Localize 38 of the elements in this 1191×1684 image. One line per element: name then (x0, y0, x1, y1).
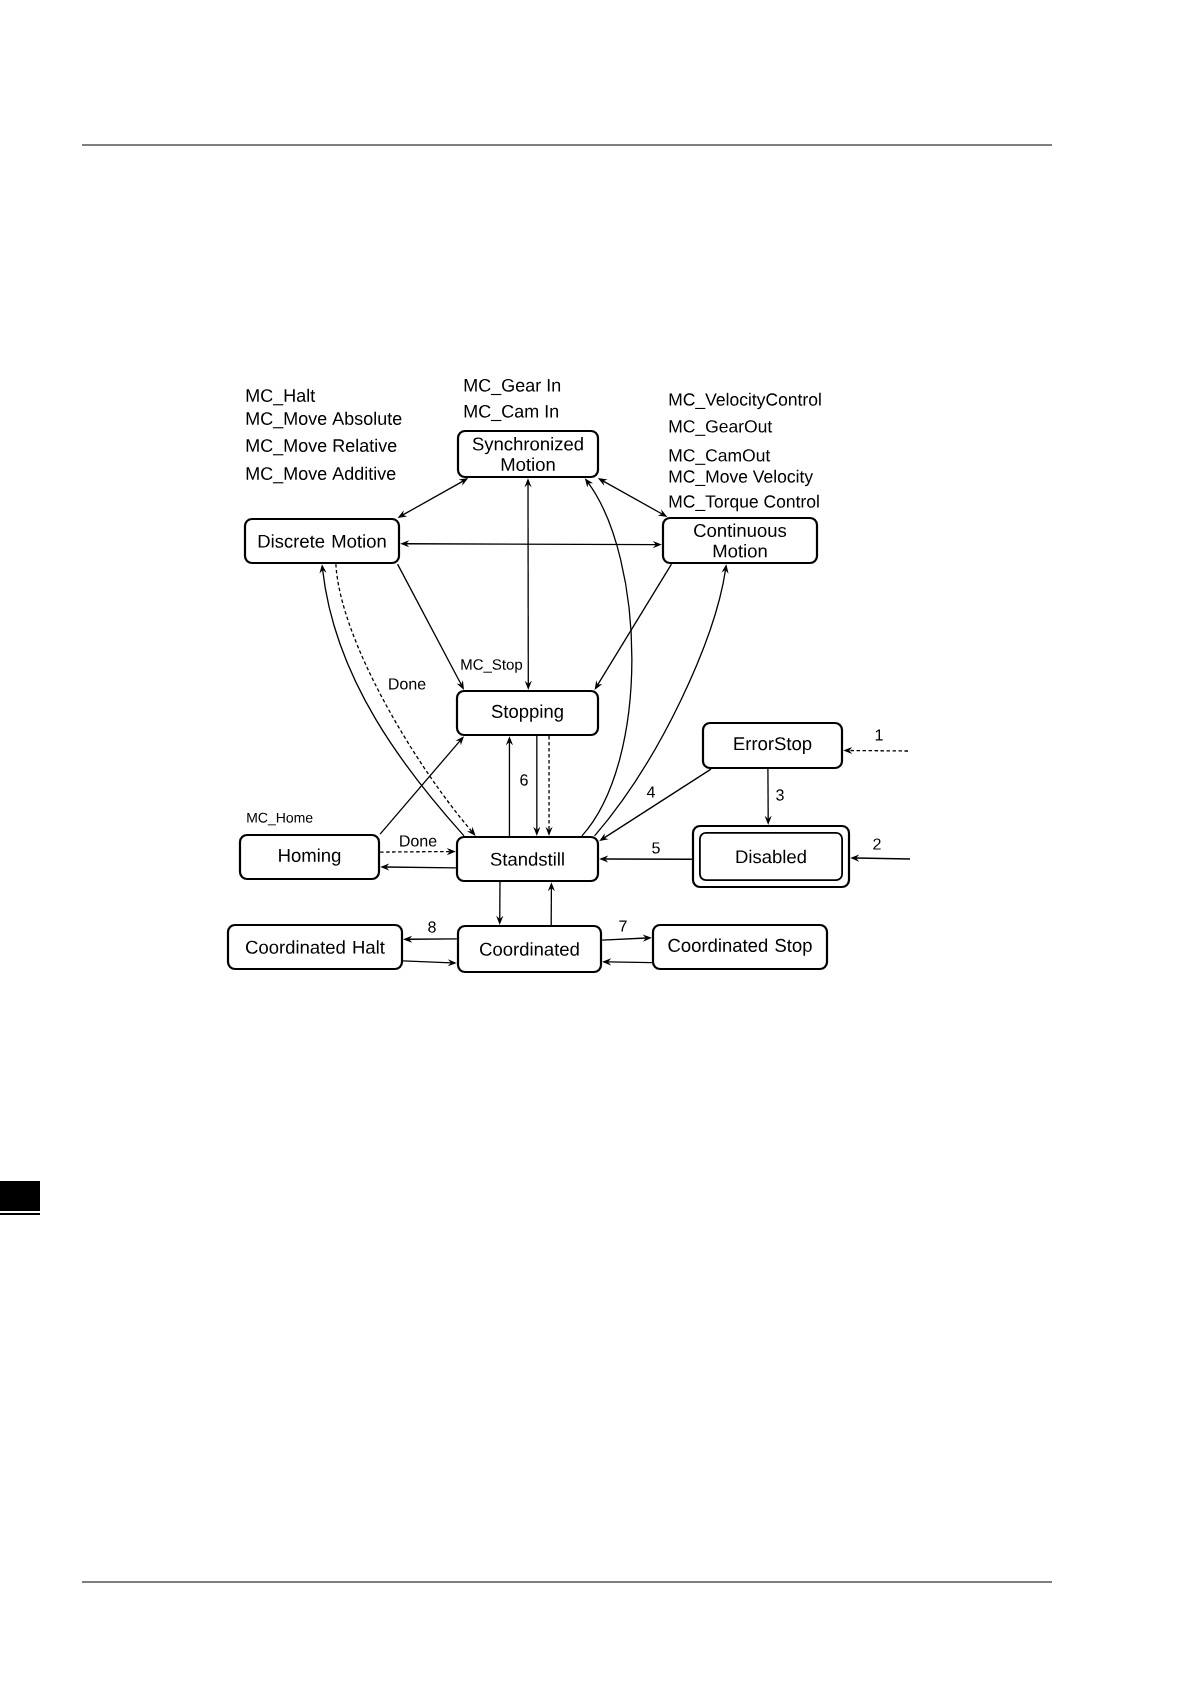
dashed-curved-arrow (335, 563, 476, 836)
command-label: MC_Home (247, 812, 313, 826)
edge-label: Done (386, 677, 428, 691)
state-box: Standstill (455, 835, 600, 883)
edge-label: 5 (650, 841, 662, 855)
state-box: Disabled (691, 824, 851, 889)
state-box: Continuous Motion (661, 516, 819, 565)
edge-label: 1 (873, 728, 885, 742)
command-label: MC_Move Relative (246, 438, 397, 456)
edge-label: 4 (645, 785, 657, 799)
command-label: MC_Halt (246, 388, 316, 406)
command-label: MC_Move Additive (246, 466, 396, 484)
command-label: MC_Stop (461, 659, 523, 673)
state-box: ErrorStop (701, 721, 844, 770)
state-box: Synchronized Motion (456, 429, 600, 479)
arrow (379, 736, 464, 835)
state-box: Stopping (455, 689, 600, 737)
edge-label: 2 (871, 837, 883, 851)
command-label: MC_CamOut (669, 449, 771, 465)
state-box: Homing (238, 833, 381, 881)
state-box: Discrete Motion (243, 517, 401, 565)
command-label: MC_Torque Control (669, 494, 819, 512)
edge-label: 8 (426, 920, 438, 934)
command-label: MC_GearOut (669, 420, 773, 436)
edge-label: Done (397, 834, 439, 848)
edge-label: 3 (774, 788, 786, 802)
edge-label: 7 (617, 919, 629, 933)
state-box: Coordinated (456, 924, 603, 974)
edge-label: 6 (518, 773, 530, 787)
command-label: MC_Move Absolute (246, 411, 402, 429)
command-label: MC_Gear In (464, 378, 561, 396)
curved-arrow (581, 478, 633, 837)
command-label: MC_Move Velocity (669, 469, 814, 487)
state-box: Coordinated Halt (226, 923, 404, 971)
state-box: Coordinated Stop (651, 923, 829, 971)
command-label: MC_VelocityControl (669, 392, 821, 410)
command-label: MC_Cam In (464, 404, 559, 422)
arrow (594, 563, 673, 690)
